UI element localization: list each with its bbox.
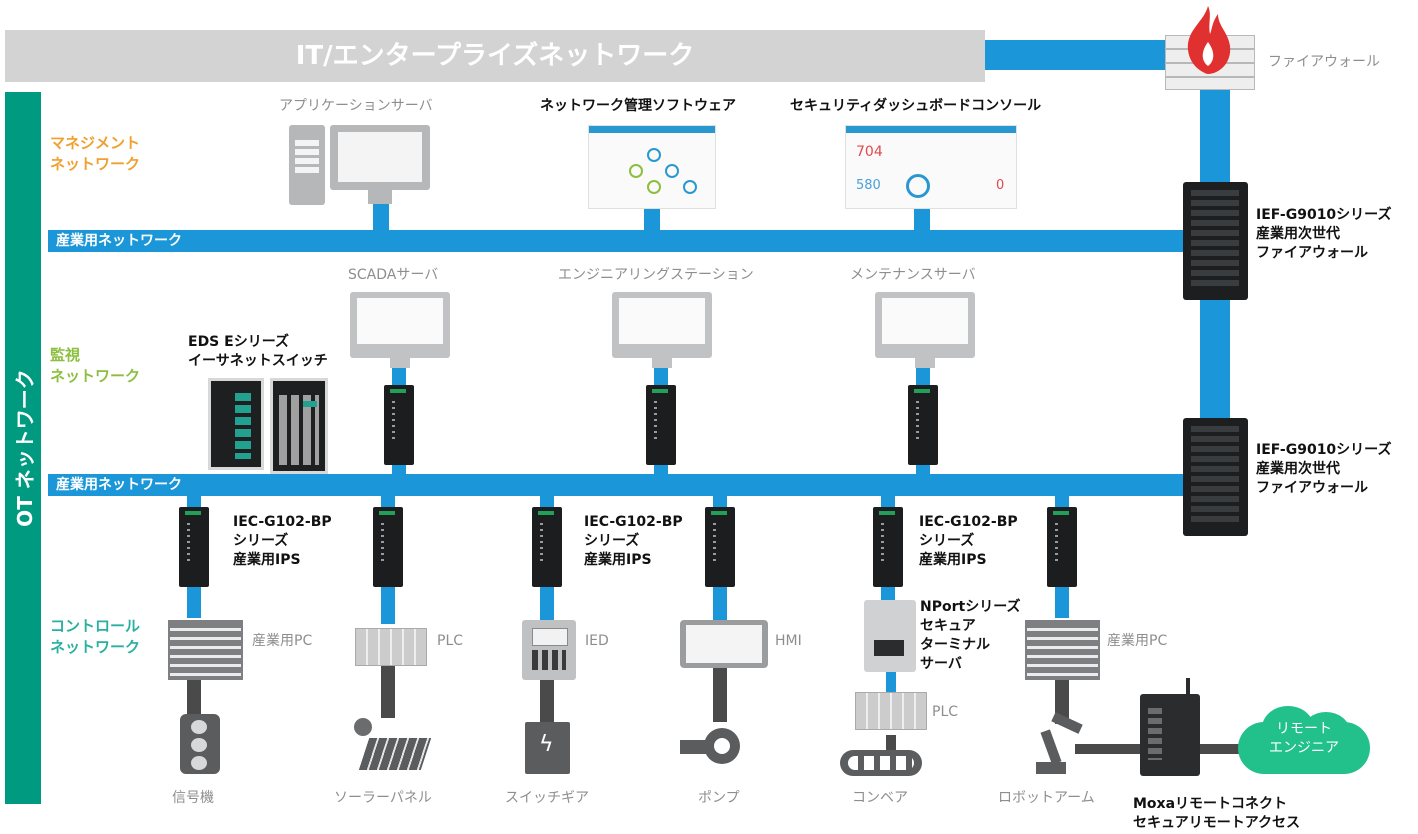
ips-3 xyxy=(532,507,562,587)
pump-label: ポンプ xyxy=(698,790,740,806)
remote-engineer-label: リモート エンジニア xyxy=(1269,721,1339,756)
plc2-label: PLC xyxy=(932,704,959,720)
robot-label: ロボットアーム xyxy=(998,790,1095,806)
nport-label: NPortシリーズ セキュア ターミナル サーバ xyxy=(920,599,1021,672)
dashboard-value-2: 580 xyxy=(856,178,881,193)
sun-icon xyxy=(354,718,372,736)
traffic-light-icon xyxy=(180,714,220,774)
field-link-4 xyxy=(713,666,727,722)
ips-1 xyxy=(179,507,209,587)
switchgear-label: スイッチギア xyxy=(505,790,589,806)
industrial-pc-2-icon xyxy=(1025,620,1100,680)
dashboard-link xyxy=(914,208,930,232)
app-monitor-screen xyxy=(338,132,422,182)
nms-node-icon xyxy=(683,180,697,194)
ied-icon xyxy=(522,620,576,680)
nms-node-icon xyxy=(647,180,661,194)
ips-2 xyxy=(373,507,403,587)
ief-g9010-upper-label: IEF-G9010シリーズ 産業用次世代 ファイアウォール xyxy=(1256,207,1392,261)
robot-arm-icon xyxy=(1030,712,1086,776)
zone-monitoring: 監視 ネットワーク xyxy=(50,346,141,385)
switch-scada xyxy=(384,385,414,465)
eds-switch-1 xyxy=(208,378,264,470)
maintenance-monitor-icon xyxy=(875,292,975,368)
ips-label-3: IEC-G102-BP シリーズ 産業用IPS xyxy=(584,514,683,568)
switchgear-icon: ϟ xyxy=(525,722,570,774)
field-link-6 xyxy=(1055,678,1069,724)
pc1-label: 産業用PC xyxy=(252,633,313,649)
it-firewall-link xyxy=(985,40,1185,70)
industrial-pc-icon xyxy=(168,620,243,680)
eds-label: EDS Eシリーズ イーサネットスイッチ xyxy=(188,334,328,369)
moxa-cloud-link xyxy=(1200,744,1250,754)
nms-node-icon xyxy=(665,164,679,178)
zone-control: コントロール ネットワーク xyxy=(50,617,141,656)
scada-monitor-icon xyxy=(350,292,450,368)
nms-node-icon xyxy=(647,148,661,162)
industrial-network-lower: 産業用ネットワーク xyxy=(48,474,1228,496)
dashboard-label: セキュリティダッシュボードコンソール xyxy=(790,98,1042,114)
moxa-label: Moxaリモートコネクト セキュアリモートアクセス xyxy=(1133,796,1301,831)
firewall-label: ファイアウォール xyxy=(1268,54,1380,70)
hmi-label: HMI xyxy=(775,633,802,649)
solar-label: ソーラーパネル xyxy=(334,790,432,806)
pump-icon xyxy=(680,722,752,770)
nms-label: ネットワーク管理ソフトウェア xyxy=(540,98,736,114)
ot-network-label: OT ネットワーク xyxy=(13,369,37,527)
nport-icon xyxy=(864,600,916,672)
eds-switch-2 xyxy=(270,378,328,474)
maintenance-label: メンテナンスサーバ xyxy=(850,267,976,283)
it-network-bar xyxy=(5,30,985,82)
plc2-icon xyxy=(855,692,927,730)
ips-6 xyxy=(1047,507,1077,587)
engineering-label: エンジニアリングステーション xyxy=(558,267,754,283)
switch-engineering xyxy=(646,385,676,465)
app-monitor-stand xyxy=(368,190,392,204)
scada-label: SCADAサーバ xyxy=(348,267,439,283)
app-server-link xyxy=(373,200,389,232)
ief-g9010-upper xyxy=(1183,182,1248,300)
conveyor-label: コンベア xyxy=(852,790,908,806)
ips-label-5: IEC-G102-BP シリーズ 産業用IPS xyxy=(919,514,1018,568)
ips-5 xyxy=(873,507,903,587)
zone-management: マネジメント ネットワーク xyxy=(50,134,141,173)
it-network-label: IT/エンタープライズネットワーク xyxy=(295,41,695,71)
ief-g9010-lower xyxy=(1183,418,1248,536)
moxa-remote-connect-device xyxy=(1140,678,1200,776)
ied-label: IED xyxy=(585,633,609,649)
ot-network-bar xyxy=(5,92,41,804)
app-server-label: アプリケーションサーバ xyxy=(279,98,433,114)
plc1-label: PLC xyxy=(437,633,464,649)
switch-maintenance xyxy=(908,385,938,465)
flame-icon xyxy=(1187,6,1231,74)
solar-panel-icon xyxy=(358,738,432,770)
robot-moxa-link xyxy=(1075,744,1155,754)
nms-screenshot xyxy=(588,125,716,209)
field-link-5 xyxy=(886,735,896,751)
ips-label-1: IEC-G102-BP シリーズ 産業用IPS xyxy=(233,514,332,568)
pc2-label: 産業用PC xyxy=(1107,633,1168,649)
server-tower-bays xyxy=(295,140,319,174)
hmi-icon xyxy=(680,620,768,668)
field-link-3 xyxy=(540,680,554,722)
dashboard-gauge-icon xyxy=(906,174,930,198)
nms-node-icon xyxy=(629,164,643,178)
ips-4 xyxy=(705,507,735,587)
dashboard-screenshot: 704 580 0 xyxy=(845,125,1017,209)
dashboard-value-3: 0 xyxy=(996,178,1005,193)
engineering-monitor-icon xyxy=(612,292,712,368)
field-link-2 xyxy=(381,666,395,718)
conveyor-icon xyxy=(840,750,922,776)
cloud-bump xyxy=(1302,712,1350,752)
dashboard-value-1: 704 xyxy=(856,144,883,160)
industrial-network-upper: 産業用ネットワーク xyxy=(48,230,1228,252)
field-link-1 xyxy=(187,678,201,718)
signal-label: 信号機 xyxy=(172,790,214,806)
nms-link xyxy=(644,208,660,232)
ief-g9010-lower-label: IEF-G9010シリーズ 産業用次世代 ファイアウォール xyxy=(1256,442,1392,496)
plc-icon xyxy=(355,628,427,666)
plc2-link xyxy=(886,672,896,692)
